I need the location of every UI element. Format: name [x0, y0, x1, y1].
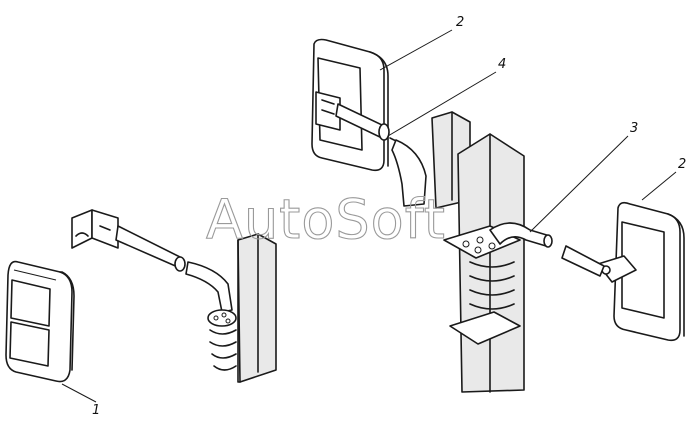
- center-column-spring: [443, 133, 553, 393]
- lamp-part-2-right: [561, 201, 685, 342]
- callout-4: 4: [498, 57, 506, 72]
- callout-2-upper: 2: [456, 15, 464, 30]
- callout-1: 1: [92, 403, 100, 418]
- callout-3: 3: [630, 121, 638, 136]
- callout-2-right: 2: [678, 157, 686, 172]
- watermark-text: AutoSoft: [206, 188, 446, 251]
- leader-lines: [61, 29, 677, 403]
- left-bracket-assembly: [71, 209, 277, 383]
- lamp-part-2-upper: [311, 38, 419, 197]
- lamp-part-1: [5, 260, 75, 383]
